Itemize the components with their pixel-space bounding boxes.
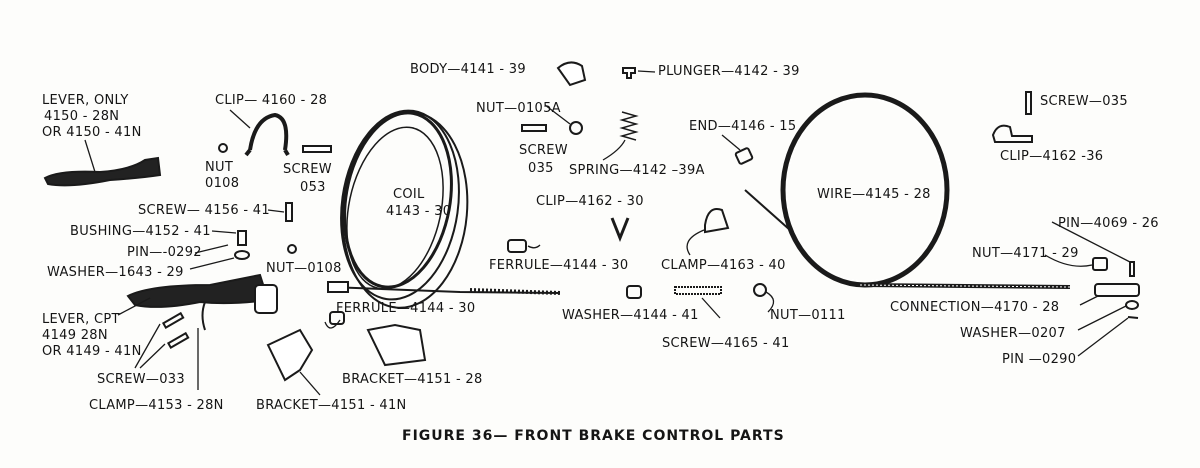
spring-part: [619, 111, 639, 141]
label-screw-035-right: SCREW—035: [1040, 94, 1128, 109]
pin-4069-part: [1129, 261, 1135, 277]
pin-0290-part: [1127, 316, 1139, 319]
label-screw-053-number: 053: [300, 180, 326, 195]
label-clip-4162-30: CLIP—4162 - 30: [536, 194, 644, 209]
label-screw-4156: SCREW— 4156 - 41: [138, 203, 270, 218]
bushing-part: [237, 230, 247, 246]
label-washer-1643: WASHER—1643 - 29: [47, 265, 184, 280]
label-nut-0105a: NUT—0105A: [476, 101, 561, 116]
label-nut-4171: NUT—4171 - 29: [972, 246, 1079, 261]
nut-0111-part: [753, 283, 767, 297]
label-screw-033: SCREW—033: [97, 372, 185, 387]
washer-1643-part: [234, 250, 250, 260]
nut-0105a-part: [569, 121, 583, 135]
clip-4160-part: [244, 112, 290, 157]
label-wire-4145: WIRE—4145 - 28: [817, 187, 931, 202]
label-lever-cpt-part-2: OR 4149 - 41N: [42, 344, 142, 359]
label-lever-only-part-2: OR 4150 - 41N: [42, 125, 142, 140]
label-end-4146: END—4146 - 15: [689, 119, 797, 134]
label-body-4141: BODY—4141 - 39: [410, 62, 526, 77]
label-screw-035-mid-number: 035: [528, 161, 554, 176]
label-pin-0290: PIN —0290: [1002, 352, 1077, 367]
screw-4165-part: [674, 286, 722, 295]
label-bracket-4151-41n: BRACKET—4151 - 41N: [256, 398, 407, 413]
nut-0108b-part: [287, 244, 297, 254]
label-coil-number: 4143 - 30: [386, 204, 452, 219]
label-connection-4170: CONNECTION—4170 - 28: [890, 300, 1060, 315]
clamp-4163-part: [704, 208, 730, 234]
label-spring-4142: SPRING—4142 –39A: [569, 163, 705, 178]
label-nut-0111: NUT—0111: [770, 308, 846, 323]
bracket-28-part: [366, 323, 427, 367]
label-lever-only-part-1: 4150 - 28N: [44, 109, 120, 124]
label-pin-4069: PIN—4069 - 26: [1058, 216, 1159, 231]
screw-033-part: [161, 311, 185, 329]
washer-4144-part: [626, 285, 642, 299]
connection-part: [1094, 283, 1140, 297]
label-screw-053: SCREW: [283, 162, 332, 177]
body-part: [556, 61, 587, 87]
figure-caption: FIGURE 36— FRONT BRAKE CONTROL PARTS: [402, 428, 785, 444]
screw-4156-part: [285, 202, 293, 222]
label-nut-0108-b: NUT—0108: [266, 261, 342, 276]
screw-035-right-part: [1025, 91, 1032, 115]
label-ferrule-mid: FERRULE—4144 - 30: [489, 258, 629, 273]
label-coil: COIL: [393, 187, 425, 202]
label-nut-0108-a-number: 0108: [205, 176, 240, 191]
cable-ferrule: [327, 281, 349, 293]
label-ferrule-left: FERRULE—4144 - 30: [336, 301, 476, 316]
label-clamp-4153: CLAMP—4153 - 28N: [89, 398, 224, 413]
nut-0108-part: [218, 143, 228, 153]
leader-lines: [84, 70, 1131, 396]
label-screw-035-mid: SCREW: [519, 143, 568, 158]
lever-cpt-part: [126, 273, 270, 308]
clip-4162-30-part: [610, 217, 630, 243]
label-screw-4165: SCREW—4165 - 41: [662, 336, 790, 351]
screw-035-part: [521, 124, 547, 132]
label-clamp-4163: CLAMP—4163 - 40: [661, 258, 786, 273]
label-bushing-4152: BUSHING—4152 - 41: [70, 224, 211, 239]
label-clip-4160: CLIP— 4160 - 28: [215, 93, 328, 108]
label-bracket-4151-28: BRACKET—4151 - 28: [342, 372, 483, 387]
end-part: [734, 147, 754, 165]
nut-4171-part: [1092, 257, 1108, 271]
label-lever-cpt: LEVER, CPT: [42, 312, 120, 327]
label-lever-only: LEVER, ONLY: [42, 93, 129, 108]
lever-only-part: [43, 156, 162, 187]
screw-053-part: [302, 145, 332, 153]
ferrule-mid-part: [507, 239, 527, 253]
clamp-4153-part: [201, 301, 206, 331]
label-plunger-4142: PLUNGER—4142 - 39: [658, 64, 800, 79]
label-washer-0207: WASHER—0207: [960, 326, 1066, 341]
plunger-part: [622, 67, 636, 79]
washer-0207-part: [1125, 300, 1139, 310]
label-washer-4144: WASHER—4144 - 41: [562, 308, 699, 323]
clip-4162-36-part: [991, 124, 1033, 143]
wire-part: [744, 92, 1071, 289]
label-clip-4162-36: CLIP—4162 -36: [1000, 149, 1104, 164]
label-nut-0108-a: NUT: [205, 160, 234, 175]
label-pin-0292: PIN—-0292: [127, 245, 202, 260]
label-lever-cpt-part-1: 4149 28N: [42, 328, 108, 343]
bracket-41n-part: [266, 328, 314, 382]
